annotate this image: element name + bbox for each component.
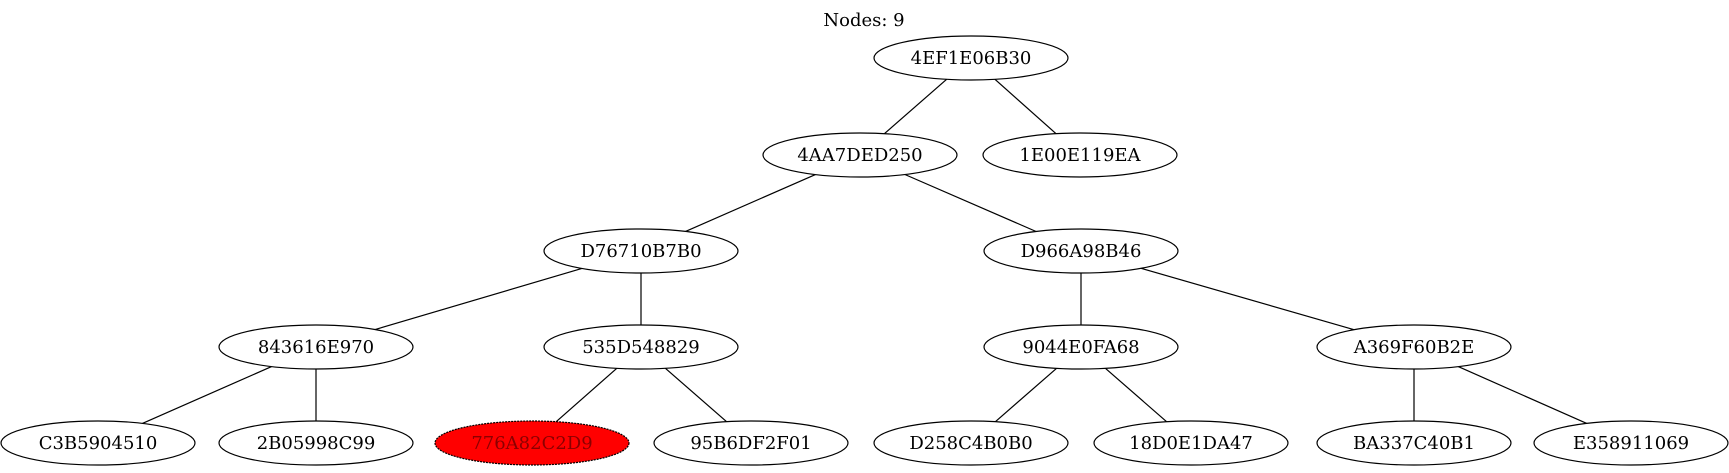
- edge: [555, 367, 618, 423]
- node-label: 95B6DF2F01: [690, 433, 811, 454]
- tree-node: 2B05998C99: [218, 420, 414, 466]
- node-label: 4AA7DED250: [797, 145, 922, 166]
- node-ellipse: [983, 228, 1179, 274]
- node-ellipse: [1316, 324, 1512, 370]
- node-ellipse: [1316, 420, 1512, 466]
- tree-node: 9044E0FA68: [983, 324, 1179, 370]
- node-label: 776A82C2D9: [471, 433, 592, 454]
- tree-node: 95B6DF2F01: [653, 420, 849, 466]
- node-label: 535D548829: [582, 337, 700, 358]
- edge: [1105, 367, 1167, 423]
- node-label: 2B05998C99: [257, 433, 376, 454]
- node-label: 18D0E1DA47: [1129, 433, 1253, 454]
- node-label: 843616E970: [258, 337, 374, 358]
- node-label: D966A98B46: [1021, 241, 1142, 262]
- tree-node: C3B5904510: [0, 420, 196, 466]
- edge: [1458, 366, 1587, 424]
- node-ellipse: [653, 420, 849, 466]
- node-ellipse: [1093, 420, 1289, 466]
- tree-node: 4EF1E06B30: [873, 35, 1069, 81]
- node-ellipse: [982, 132, 1178, 178]
- node-label: C3B5904510: [39, 433, 158, 454]
- tree-node: E358911069: [1533, 420, 1729, 466]
- tree-node: D258C4B0B0: [873, 420, 1069, 466]
- node-ellipse: [983, 324, 1179, 370]
- edge: [1140, 267, 1355, 331]
- node-label: 4EF1E06B30: [911, 48, 1032, 69]
- node-ellipse: [1533, 420, 1729, 466]
- tree-node: 776A82C2D9: [434, 420, 630, 466]
- tree-node: 18D0E1DA47: [1093, 420, 1289, 466]
- edge: [995, 367, 1057, 423]
- node-label: 1E00E119EA: [1019, 145, 1141, 166]
- node-ellipse: [873, 420, 1069, 466]
- edge: [665, 367, 727, 423]
- nodes-layer: 4EF1E06B30 4AA7DED250 1E00E119EA D76710B7B0…: [0, 35, 1729, 466]
- tree-node: D966A98B46: [983, 228, 1179, 274]
- edges-layer: [142, 78, 1587, 424]
- node-label: E358911069: [1573, 433, 1689, 454]
- node-ellipse: [0, 420, 196, 466]
- node-ellipse: [873, 35, 1069, 81]
- graph-title: Nodes: 9: [823, 10, 904, 31]
- tree-node: 535D548829: [543, 324, 739, 370]
- tree-node: 843616E970: [218, 324, 414, 370]
- tree-node: BA337C40B1: [1316, 420, 1512, 466]
- edge: [883, 78, 948, 135]
- tree-node: A369F60B2E: [1316, 324, 1512, 370]
- edge: [994, 78, 1057, 135]
- node-ellipse: [543, 228, 739, 274]
- node-ellipse: [762, 132, 958, 178]
- tree-node: 1E00E119EA: [982, 132, 1178, 178]
- node-label: 9044E0FA68: [1022, 337, 1139, 358]
- node-ellipse: [218, 324, 414, 370]
- node-label: BA337C40B1: [1353, 433, 1475, 454]
- edge: [685, 173, 816, 233]
- node-label: D258C4B0B0: [909, 433, 1032, 454]
- tree-node: D76710B7B0: [543, 228, 739, 274]
- node-label: D76710B7B0: [580, 241, 701, 262]
- node-ellipse: [543, 324, 739, 370]
- edge: [904, 173, 1037, 233]
- node-ellipse: [218, 420, 414, 466]
- edge: [142, 366, 272, 424]
- node-label: A369F60B2E: [1353, 337, 1475, 358]
- tree-node: 4AA7DED250: [762, 132, 958, 178]
- highlighted-node-ellipse: [434, 420, 630, 466]
- edge: [374, 267, 583, 331]
